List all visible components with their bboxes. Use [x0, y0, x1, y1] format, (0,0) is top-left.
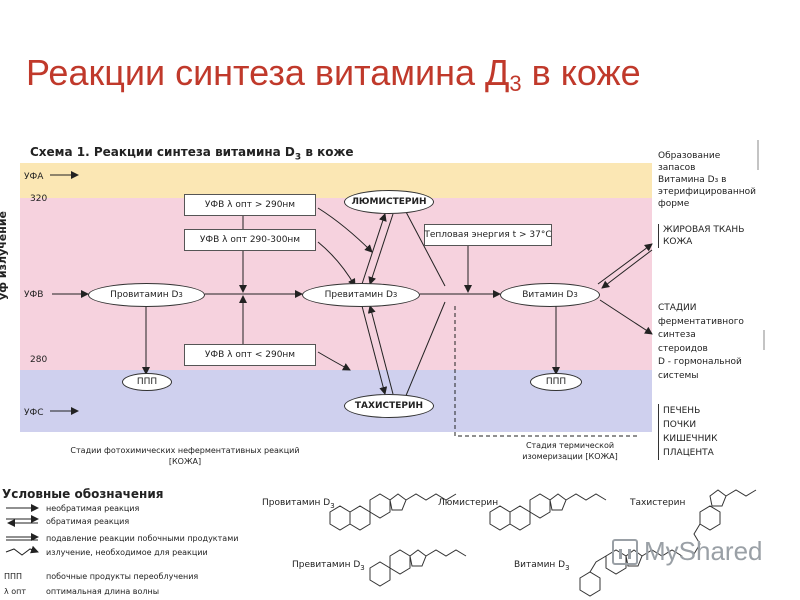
enzymatic-line: синтеза	[658, 330, 696, 340]
enzymatic-line: ферментативного	[658, 316, 744, 327]
uvc-label: УФС	[24, 408, 44, 418]
lumisterin-node: ЛЮМИСТЕРИН	[344, 190, 434, 214]
uv-gt290-box: УФВ λ опт > 290нм	[184, 194, 316, 216]
tissue-text: ЖИРОВАЯ ТКАНЬ КОЖА	[658, 224, 744, 248]
vitamin-to-tissue-arrow	[597, 243, 653, 285]
molecule-label-provitamin: Провитамин D3	[262, 498, 335, 510]
scheme-title-sub: 3	[294, 152, 302, 163]
provitamin-node-sub: 3	[178, 291, 183, 299]
lumisterin-side-line	[404, 209, 446, 287]
vitamin-to-enzymatic-arrow	[599, 299, 653, 335]
legend-item: обратимая реакция	[46, 517, 130, 526]
molecule-label-tachisterin: Тахистерин	[630, 498, 686, 508]
enzymatic-line: D - гормональной	[658, 357, 742, 367]
title-subscript: 3	[509, 71, 522, 96]
lumisterin-to-previtamin-arrow	[368, 213, 394, 285]
slide-title: Реакции синтеза витамина Д3 в коже	[26, 52, 641, 97]
previtamin-to-lumisterin-arrow	[361, 213, 387, 285]
molecule-label-previtamin: Превитамин D3	[292, 560, 365, 572]
organ-line: КИШЕЧНИК	[663, 434, 718, 444]
organ-line: ПЕЧЕНЬ	[663, 406, 701, 416]
vitamin-node-sub: 3	[573, 291, 578, 299]
thermal-stage-line2: изомеризации [КОЖА]	[522, 452, 618, 461]
uva-label: УФА	[24, 172, 44, 182]
thermal-stage-label: Стадия термической изомеризации [КОЖА]	[500, 440, 640, 462]
legend-ppp-symbol: ППП	[4, 572, 23, 581]
wavelength-320-label: 320	[30, 194, 48, 204]
enzymatic-line: стероидов	[658, 343, 708, 354]
watermark-text: MyShared	[644, 536, 763, 566]
organs-text: ПЕЧЕНЬ ПОЧКИ КИШЕЧНИК ПЛАЦЕНТА	[658, 404, 718, 460]
wavelength-280-label: 280	[30, 355, 48, 365]
uv-290-300-arrow	[317, 241, 356, 287]
molecule-label-sub: 3	[360, 563, 365, 572]
title-suffix: в коже	[521, 52, 641, 93]
tachisterin-side-line	[404, 301, 446, 399]
watermark: MyShared	[612, 536, 763, 567]
uvb-label: УФВ	[24, 290, 44, 300]
thermal-stage-line1: Стадия термической	[525, 441, 615, 450]
legend-title: Условные обозначения	[2, 487, 164, 501]
photo-stage-line2: [КОЖА]	[168, 457, 202, 466]
tissue-line: КОЖА	[663, 237, 693, 247]
ppp-node-right: ППП	[530, 373, 582, 391]
enzymatic-line: системы	[658, 370, 699, 381]
enzymatic-text: СТАДИИ ферментативного синтеза стероидов…	[658, 302, 744, 383]
storage-text: Образование запасов Витамина D₃ в этериф…	[658, 150, 756, 210]
molecule-structures	[329, 489, 757, 597]
ppp-node-left: ППП	[122, 373, 172, 391]
molecule-label-text: Провитамин D	[262, 498, 331, 508]
legend-item: необратимая реакция	[46, 504, 140, 513]
molecule-label-text: Превитамин D	[292, 560, 361, 570]
molecule-label-vitamin: Витамин D3	[514, 560, 570, 572]
organ-line: ПЛАЦЕНТА	[663, 448, 714, 458]
thermal-stage-frame	[454, 306, 640, 437]
photo-stage-line1: Стадии фотохимических неферментативных р…	[70, 446, 300, 455]
legend-item: излучение, необходимое для реакции	[46, 548, 208, 557]
storage-line: Витамина D₃ в	[658, 175, 727, 185]
molecule-label-text: Витамин D	[514, 560, 566, 570]
tachisterin-to-previtamin-arrow	[367, 305, 394, 395]
uv-lt290-box: УФВ λ опт < 290нм	[184, 344, 316, 366]
vitamin-node-label: Витамин D	[522, 290, 574, 300]
storage-line: запасов	[658, 163, 696, 173]
presentation-icon	[612, 538, 638, 565]
storage-line: форме	[658, 199, 690, 209]
tissue-line: ЖИРОВАЯ ТКАНЬ	[663, 225, 745, 235]
legend-lambda-symbol: λ опт	[4, 587, 27, 596]
uv-lt290-to-tachisterin-arrow	[317, 351, 351, 371]
tachisterin-node: ТАХИСТЕРИН	[344, 394, 434, 418]
legend-item: подавление реакции побочными продуктами	[46, 534, 239, 543]
molecule-label-lumisterin: Люмистерин	[438, 498, 499, 508]
uv-gt290-to-lumisterin-arrow	[317, 207, 373, 253]
organ-line: ПОЧКИ	[663, 420, 697, 430]
previtamin-node-sub: 3	[392, 291, 398, 299]
uv-290-300-box: УФВ λ опт 290-300нм	[184, 229, 316, 251]
enzymatic-line: СТАДИИ	[658, 303, 697, 313]
legend-item: оптимальная длина волны	[46, 587, 160, 596]
scheme-title-text: Схема 1. Реакции синтеза витамина D	[30, 145, 295, 159]
scheme-title-suffix: в коже	[301, 145, 354, 159]
molecule-label-sub: 3	[330, 501, 335, 510]
storage-line: этерифицированной	[658, 187, 756, 197]
scheme-title: Схема 1. Реакции синтеза витамина D3 в к…	[30, 145, 354, 162]
molecule-label-sub: 3	[565, 563, 570, 572]
provitamin-node-label: Провитамин D	[110, 290, 179, 300]
storage-line: Образование	[658, 151, 721, 161]
previtamin-to-tachisterin-arrow	[361, 305, 388, 395]
previtamin-node-label: Превитамин D	[324, 290, 393, 300]
legend-item: побочные продукты переоблучения	[46, 572, 199, 581]
photo-stage-label: Стадии фотохимических неферментативных р…	[55, 445, 315, 467]
title-text: Реакции синтеза витамина Д	[26, 52, 510, 93]
tissue-to-vitamin-arrow	[601, 249, 653, 289]
uva-band	[20, 163, 652, 198]
thermal-energy-box: Тепловая энергия t > 37°С	[424, 224, 552, 246]
